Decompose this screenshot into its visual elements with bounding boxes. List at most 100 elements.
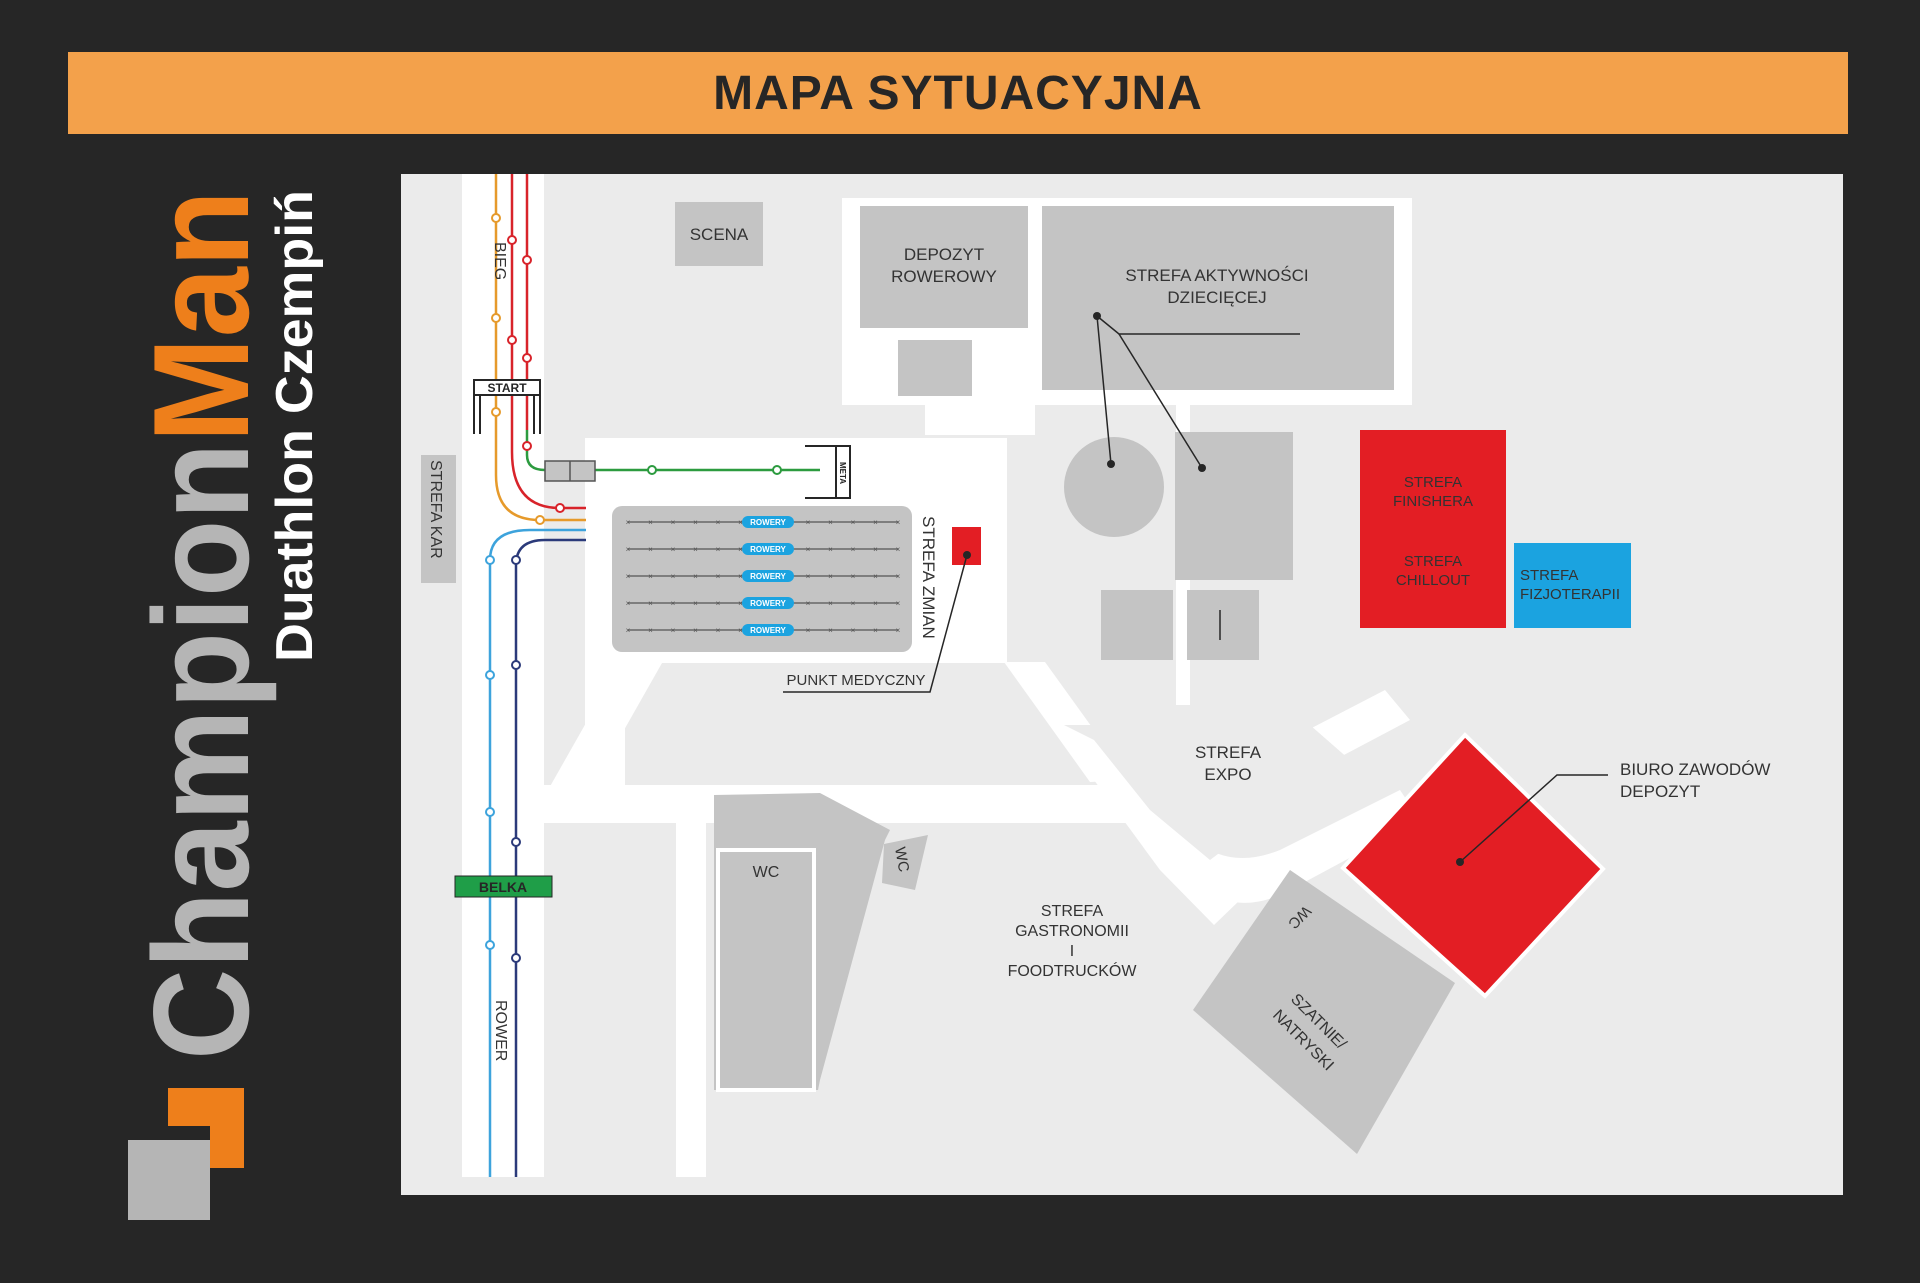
rack-tick: × <box>693 545 698 554</box>
label-expo-1: STREFA <box>1195 743 1262 762</box>
rack-tick: × <box>873 572 878 581</box>
rack-tick: × <box>806 626 811 635</box>
belka-marker <box>454 875 553 898</box>
rack-tick: × <box>671 518 676 527</box>
marker-dot <box>963 551 971 559</box>
rack-label: ROWERY <box>750 545 786 554</box>
rack-badge <box>742 624 794 636</box>
rack-label: ROWERY <box>750 599 786 608</box>
rack-label: ROWERY <box>750 518 786 527</box>
rack-tick: × <box>828 545 833 554</box>
rack-tick: × <box>738 545 743 554</box>
zone-round <box>1064 437 1164 537</box>
rack-tick: × <box>716 572 721 581</box>
rack-tick: × <box>828 599 833 608</box>
rack-tick: × <box>648 626 653 635</box>
label-expo-2: EXPO <box>1204 765 1251 784</box>
label-fizjo-1: STREFA <box>1520 567 1578 584</box>
label-gastro-3: I <box>1070 943 1074 960</box>
marker-dot <box>1107 460 1115 468</box>
rack-tick: × <box>671 572 676 581</box>
rack-tick: × <box>716 518 721 527</box>
label-gastro-1: STREFA <box>1041 903 1104 920</box>
brand-name-part1: Champion <box>125 443 277 1060</box>
zone-biuro <box>1340 732 1606 999</box>
rack-tick: × <box>851 626 856 635</box>
rack-tick: × <box>626 626 631 635</box>
label-scena: SCENA <box>690 225 749 244</box>
meta-label: META <box>838 462 847 484</box>
page-title: MAPA SYTUACYJNA <box>713 66 1203 120</box>
rack-tick: × <box>671 545 676 554</box>
start-label: START <box>487 381 527 395</box>
rack-tick: × <box>648 518 653 527</box>
zone-wc-inner <box>716 848 816 1092</box>
rack-tick: × <box>873 626 878 635</box>
rack-tick: × <box>738 572 743 581</box>
rack-tick: × <box>851 545 856 554</box>
rack-tick: × <box>716 626 721 635</box>
rack-tick: × <box>896 572 901 581</box>
rack-tick: × <box>896 545 901 554</box>
rack-label: ROWERY <box>750 626 786 635</box>
rack-tick: × <box>851 572 856 581</box>
rack-tick: × <box>806 518 811 527</box>
label-gastro-2: GASTRONOMII <box>1015 923 1129 940</box>
rack-tick: × <box>851 599 856 608</box>
rack-badge <box>742 543 794 555</box>
zone-szatnie <box>1193 870 1455 1154</box>
rack-tick: × <box>671 599 676 608</box>
zone-strefa-kar <box>421 455 456 583</box>
rack-tick: × <box>851 518 856 527</box>
bike-racks: × × × × × × × × × × × × × ROWERY × × × × × × × × × × × × × ROWERY × ×… <box>626 516 901 636</box>
zone-depozyt-annex <box>898 340 972 396</box>
rack-tick: × <box>626 599 631 608</box>
rack-tick: × <box>626 572 631 581</box>
label-punkt-medyczny: PUNKT MEDYCZNY <box>787 672 926 689</box>
label-gastro-4: FOODTRUCKÓW <box>1008 961 1138 980</box>
rack-tick: × <box>896 626 901 635</box>
label-chillout-2: CHILLOUT <box>1396 572 1470 589</box>
marker-dot <box>1198 464 1206 472</box>
rack-tick: × <box>626 545 631 554</box>
label-finishera-1: STREFA <box>1404 474 1462 491</box>
label-rower: ROWER <box>492 1000 509 1061</box>
rack-tick: × <box>716 599 721 608</box>
label-aktywnosci-1: STREFA AKTYWNOŚCI <box>1125 266 1308 285</box>
map-labels: SCENA DEPOZYT ROWEROWY STREFA AKTYWNOŚCI… <box>427 225 1770 1074</box>
label-strefa-zmian: STREFA ZMIAN <box>919 516 938 639</box>
zone-fizjoterapia <box>1514 543 1631 628</box>
rack-tick: × <box>806 545 811 554</box>
zone-wc-small <box>882 835 928 890</box>
label-depozyt-rowerowy-1: DEPOZYT <box>904 245 984 264</box>
brand-name-part2: Man <box>125 190 277 443</box>
rack-tick: × <box>806 599 811 608</box>
rack-tick: × <box>648 572 653 581</box>
rack-tick: × <box>626 518 631 527</box>
rack-tick: × <box>648 545 653 554</box>
rack-tick: × <box>716 545 721 554</box>
label-biuro-2: DEPOZYT <box>1620 782 1700 801</box>
label-chillout-1: STREFA <box>1404 553 1462 570</box>
rack-tick: × <box>896 518 901 527</box>
rack-tick: × <box>828 572 833 581</box>
label-bieg: BIEG <box>491 242 508 280</box>
label-wc-1: WC <box>753 864 780 881</box>
rack-tick: × <box>671 626 676 635</box>
zone-depozyt-rowerowy <box>860 206 1028 328</box>
zone-finisher-chillout <box>1360 430 1506 628</box>
rack-tick: × <box>648 599 653 608</box>
title-banner: MAPA SYTUACYJNA <box>68 52 1848 134</box>
rack-badge <box>742 516 794 528</box>
marker-dot <box>1456 858 1464 866</box>
label-fizjo-2: FIZJOTERAPII <box>1520 586 1620 603</box>
brand-block: ChampionMan Duathlon Czempiń <box>125 190 324 1220</box>
rack-tick: × <box>738 626 743 635</box>
marker-dot <box>1093 312 1101 320</box>
rack-badge <box>742 597 794 609</box>
label-strefa-kar: STREFA KAR <box>427 460 444 559</box>
rack-tick: × <box>738 518 743 527</box>
belka-label: BELKA <box>479 879 527 895</box>
